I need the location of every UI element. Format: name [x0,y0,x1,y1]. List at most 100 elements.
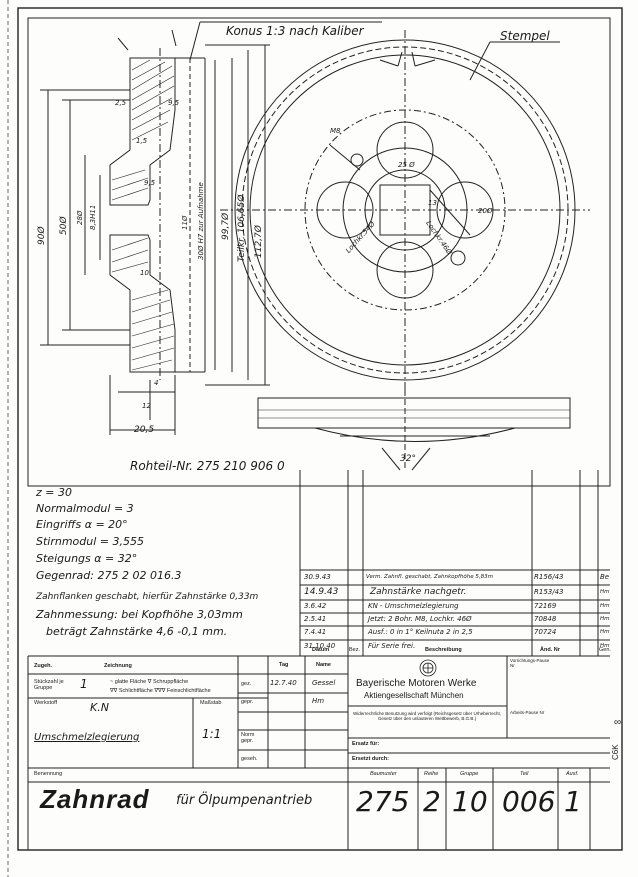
gear-plan-view [257,390,571,471]
rev-sig: Hm [600,643,610,649]
quantity-value: 1 [80,677,88,691]
name-header: Name [316,662,331,668]
dim-angle-32: 32° [400,454,416,464]
rohteil-number: Rohteil-Nr. 275 210 906 0 [130,459,285,473]
surface-legend-2: ∇∇ Schlichtfläche ∇∇∇ Feinschlichtfläche [110,688,211,694]
dim-99-7: 99,7Ø [221,212,231,240]
reihe-label: Reihe [424,771,439,777]
dim-20-5: 20,5 [134,425,155,435]
norm-label: Norm gepr. [241,732,255,744]
konus-label: Konus 1:3 nach Kaliber [226,24,364,38]
dim-9-5-mid: 9,5 [144,179,156,187]
rev-header-bez: Bez. [349,647,361,653]
stueckzahl-label: Stückzahl je Gruppe [34,679,64,691]
gez-date: 12.7.40 [270,679,297,687]
rev-header-gen: Gen. [599,647,611,653]
tag-header: Tag [279,662,289,668]
side-code: C6K [611,744,620,760]
zeichnung-label: Zeichnung [104,663,132,669]
gepr-name: Hm [312,697,325,705]
ausf-label: Ausf. [566,771,579,777]
legal-notice: Widerrechtliche Benutzung wird verfolgt … [352,711,502,721]
spec-steigung: Steigungs α = 32° [36,552,138,565]
rev-date: 30.9.43 [304,573,331,581]
dim-8-3: 8,3H11 [89,204,97,230]
rev-nr: R156/43 [534,573,564,581]
rev-sig: Hm [600,603,610,609]
spec-teeth: z = 30 [36,486,72,499]
table-grid [27,470,610,850]
rev-date: 2.5.41 [304,615,327,623]
dim-4: 4 [154,379,159,387]
spec-gegenrad: Gegenrad: 275 2 02 016.3 [36,569,182,582]
werkstoff-value: K.N [90,701,109,714]
reihe-value: 2 [423,785,441,818]
ersetzt-durch-label: Ersetzt durch: [352,756,389,762]
rev-header-datum: Datum [312,647,330,653]
part-name: Zahnrad [40,784,150,814]
werkstoff-note: Umschmelzlegierung [34,732,140,743]
surface-legend-1: ~ glatte Fläche ∇ Schruppfläche [110,679,189,685]
gear-face-view [220,30,590,390]
teil-value: 006 [502,785,556,818]
arbeits-label: Arbeits-Pause Nr [510,710,545,715]
dim-10: 10 [140,269,149,277]
gez-label: gez. [241,681,252,687]
stempel-label: Stempel [500,29,550,43]
rev-desc: Ausf.: 0 in 1° Keilnuta 2 in 2,5 [368,628,473,636]
dim-m8: M8 [330,127,341,135]
rev-sig: Hm [600,629,610,635]
bmw-logo [419,659,437,677]
company-subtitle: Aktiengesellschaft München [364,691,464,700]
rev-nr: 70848 [534,615,557,623]
dim-50: 50Ø [59,216,69,235]
geseh-label: geseh. [241,756,258,762]
dim-20: 20Ø [478,207,493,215]
dim-11: 11Ø [181,215,189,230]
rev-sig: Hm [600,589,610,595]
dim-28: 28Ø [76,210,84,225]
rev-date: 3.6.42 [304,602,327,610]
dim-13: 13 [428,199,437,207]
ausf-value: 1 [564,785,582,818]
side-mark: ∞ [614,717,622,728]
rev-sig: Hm [600,616,610,622]
gepr-label: gepr. [241,699,254,705]
dim-9-5-top: 9,5 [168,99,180,107]
dim-90: 90Ø [37,226,47,245]
rev-header-aend: Änd. Nr [540,647,560,653]
baumuster-value: 275 [356,785,410,818]
rev-nr: 70724 [534,628,557,636]
dim-2-5: 2,5 [115,99,127,107]
zugeh-label: Zugeh. [34,663,53,669]
rev-desc: Zahnstärke nachgetr. [370,587,467,597]
gruppe-label: Gruppe [460,771,479,777]
teil-label: Teil [520,771,529,777]
gruppe-value: 10 [452,785,488,818]
rev-desc: KN - Umschmelzlegierung [368,602,459,610]
baumuster-label: Baumuster [370,771,397,777]
spec-zahnmessung: Zahnmessung: bei Kopfhöhe 3,03mm [36,608,243,621]
spec-zahnstaerke: beträgt Zahnstärke 4,6 -0,1 mm. [46,625,228,638]
dim-25: 25 Ø [398,161,415,169]
rev-desc: Jetzt: 2 Bohr. M8, Lochkr. 46Ø [368,615,472,623]
dim-teilkreis: Teilkr. 106,65Ø [237,194,247,262]
benennung-label: Benennung [34,771,63,777]
part-name-sub: für Ölpumpenantrieb [176,793,313,808]
company-name: Bayerische Motoren Werke [356,678,477,689]
spec-eingriff: Eingriffs α = 20° [36,518,128,531]
spec-zahnflanken: Zahnflanken geschabt, hierfür Zahnstärke… [36,592,259,602]
rev-date: 31.10.40 [304,642,336,650]
rev-date: 7.4.41 [304,628,327,636]
massstab-value: 1:1 [202,727,222,741]
section-view [40,21,382,435]
dim-12: 12 [142,402,151,410]
spec-normalmodul: Normalmodul = 3 [36,502,134,515]
gez-name: Gessel [312,679,336,687]
ersatz-fuer-label: Ersatz für: [352,741,380,747]
vorrichtung-label: Vorrichtungs-Pause Nr [510,658,550,668]
rev-nr: R153/43 [534,588,564,596]
spec-stirnmodul: Stirnmodul = 3,555 [36,535,145,548]
rev-date: 14.9.43 [304,587,339,597]
